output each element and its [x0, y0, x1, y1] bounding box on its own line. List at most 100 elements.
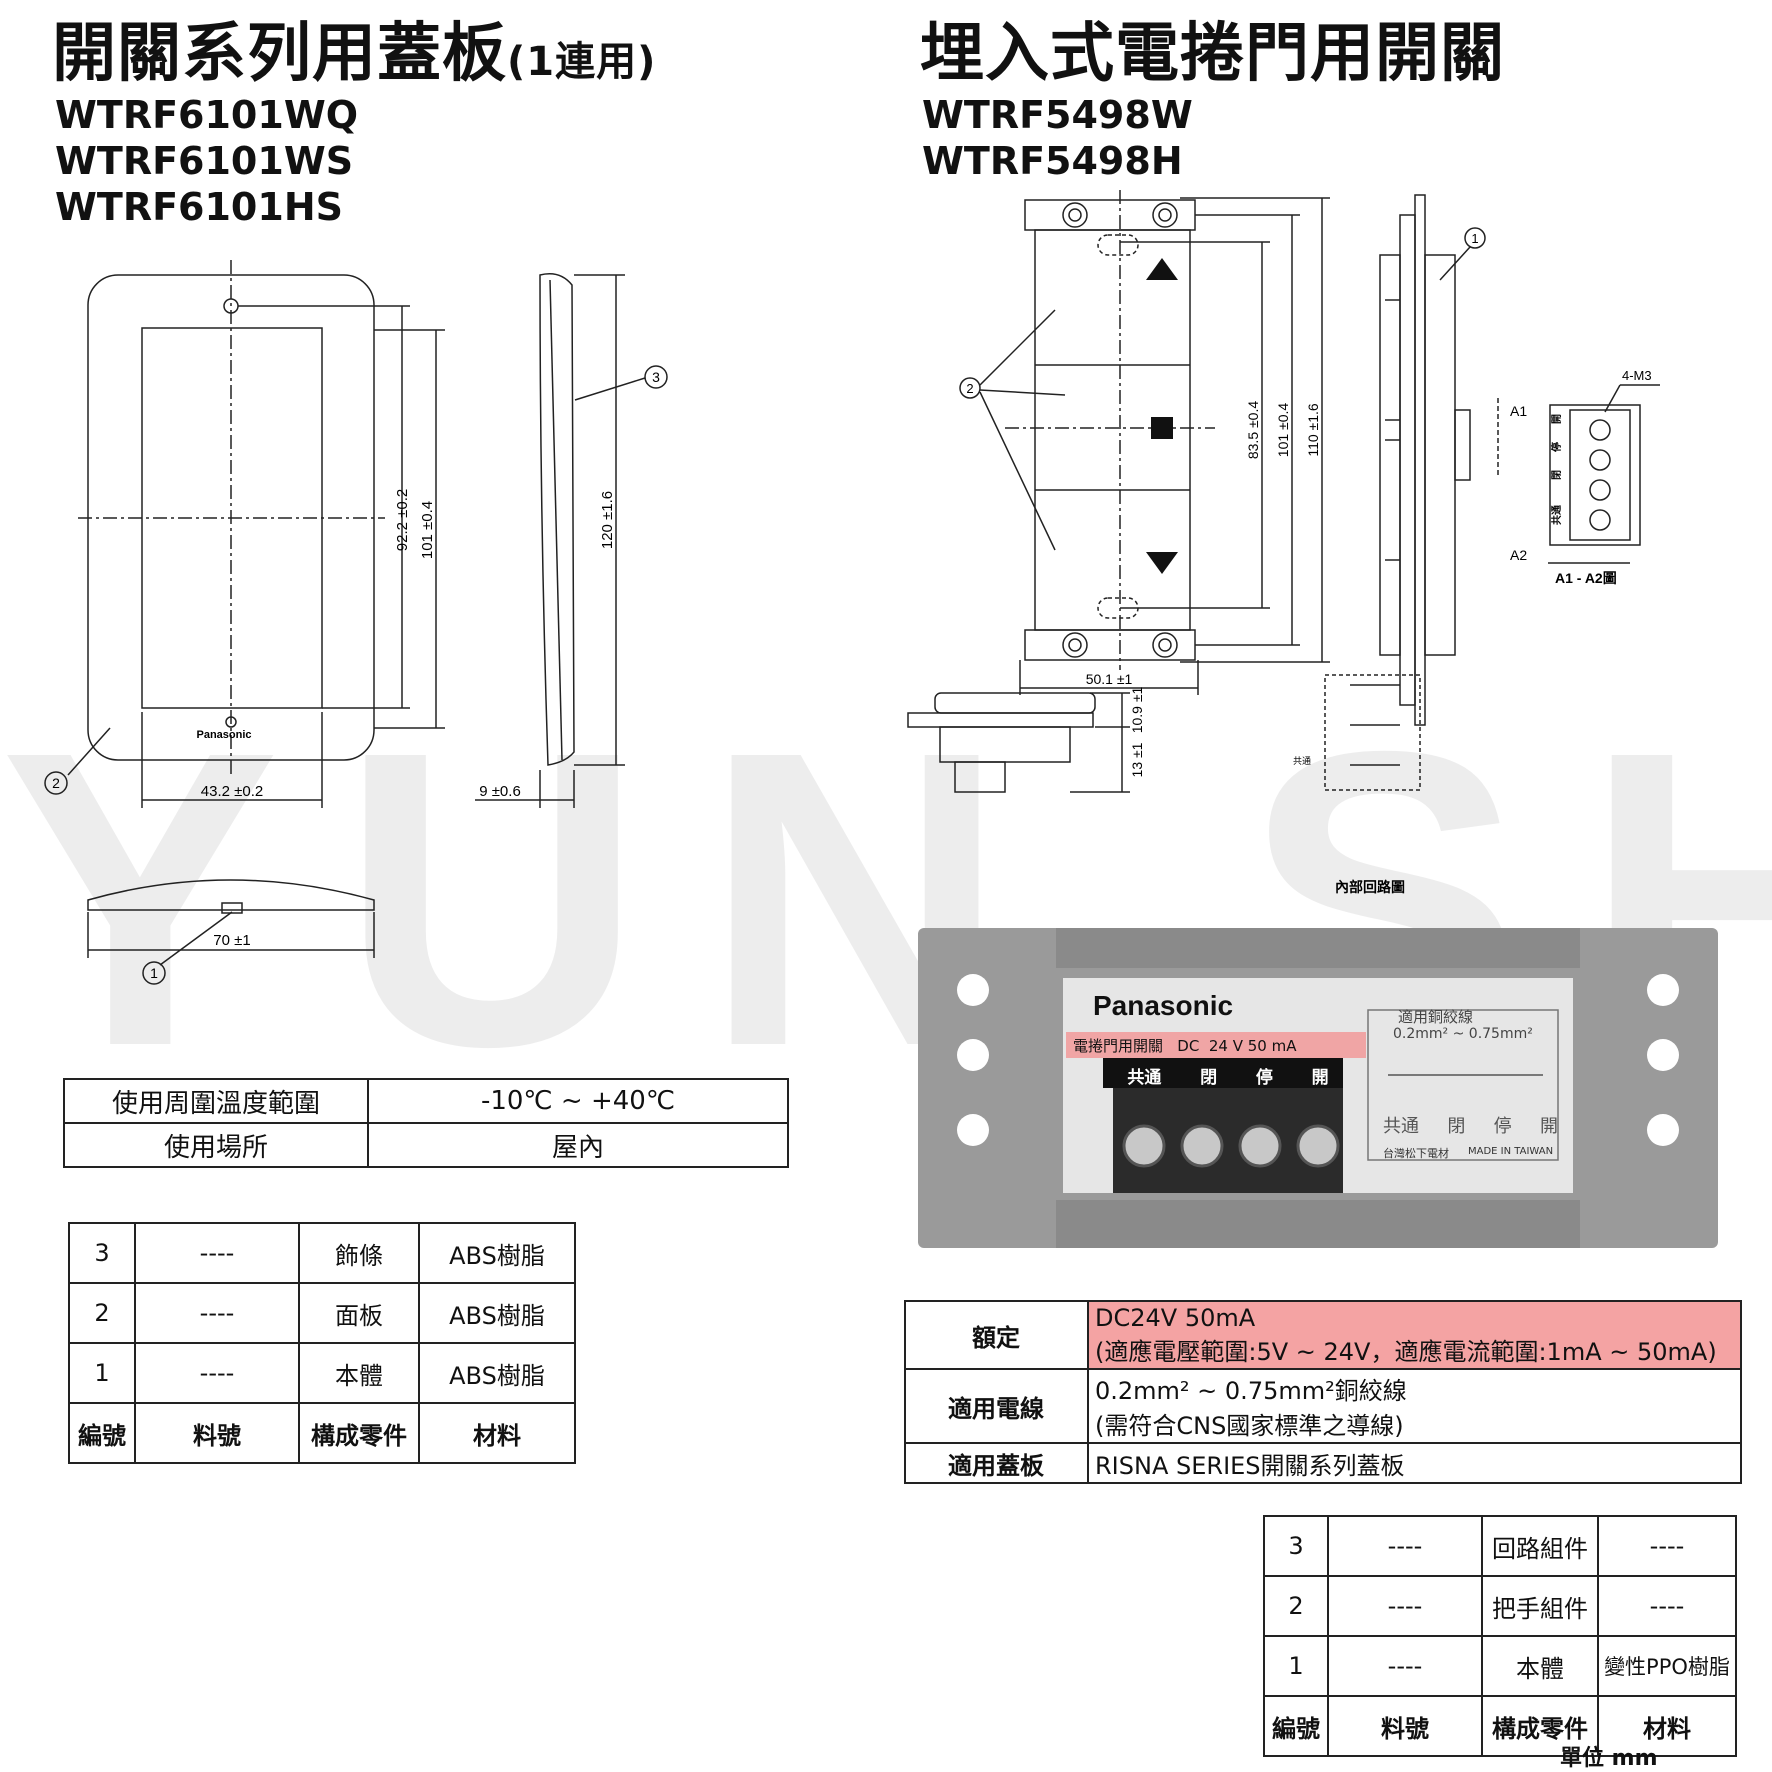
- table-cell: ABS樹脂: [418, 1282, 576, 1344]
- table-cell: ----: [1327, 1575, 1483, 1637]
- photo-brand: Panasonic: [1093, 990, 1234, 1021]
- left-title: 開關系列用蓋板(1連用): [52, 17, 657, 91]
- right-models: WTRF5498W WTRF5498H: [922, 92, 1193, 184]
- terminal-label: 共通: [1550, 505, 1563, 525]
- table-header-row: 編號 料號 構成零件 材料: [1263, 1695, 1737, 1757]
- photo-circuit-label: 共通: [1383, 1116, 1419, 1137]
- switch-photo-graphic: [918, 928, 1718, 1248]
- table-cell: ----: [134, 1282, 300, 1344]
- table-cell: ----: [1597, 1575, 1737, 1637]
- spec-line: (需符合CNS國家標準之導線): [1095, 1412, 1404, 1440]
- environment-table: 使用周圍溫度範圍 -10℃ ~ +40℃ 使用場所 屋內: [63, 1078, 789, 1168]
- table-cell: 屋內: [367, 1122, 789, 1168]
- table-row: 1 ---- 本體 ABS樹脂: [68, 1342, 576, 1404]
- table-cell: 編號: [1263, 1695, 1329, 1757]
- table-row: 適用電線 0.2mm² ~ 0.75mm²銅絞線 (需符合CNS國家標準之導線): [904, 1368, 1742, 1444]
- section-label: A1: [1510, 403, 1527, 419]
- table-cell: 0.2mm² ~ 0.75mm²銅絞線 (需符合CNS國家標準之導線): [1087, 1368, 1742, 1444]
- model-code: WTRF6101HS: [55, 185, 343, 229]
- photo-terminal-label: 共通: [1127, 1068, 1162, 1088]
- table-row: 額定 DC24V 50mA (適應電壓範圍:5V ~ 24V，適應電流範圍:1m…: [904, 1300, 1742, 1370]
- table-row: 使用場所 屋內: [63, 1122, 789, 1168]
- table-cell: 材料: [418, 1402, 576, 1464]
- photo-made-in: MADE IN TAIWAN: [1468, 1146, 1554, 1157]
- table-cell: 1: [68, 1342, 136, 1404]
- spec-line: DC24V 50mA: [1095, 1303, 1256, 1332]
- brand-label: Panasonic: [196, 729, 251, 741]
- table-cell: 1: [1263, 1635, 1329, 1697]
- cover-plate-drawing: Panasonic 92.2 ±0.2 101 ±0.4 120 ±1.6 43…: [44, 260, 668, 985]
- table-row: 使用周圍溫度範圍 -10℃ ~ +40℃: [63, 1078, 789, 1124]
- table-cell: 使用場所: [63, 1122, 369, 1168]
- photo-circuit-label: 閉: [1447, 1116, 1466, 1137]
- terminal-label: 閉: [1551, 470, 1563, 480]
- table-cell: 材料: [1597, 1695, 1737, 1757]
- table-cell: 本體: [1481, 1635, 1599, 1697]
- spec-line: (適應電壓範圍:5V ~ 24V，適應電流範圍:1mA ~ 50mA): [1095, 1337, 1717, 1366]
- table-cell: 適用蓋板: [904, 1442, 1089, 1484]
- dim-label: 83.5 ±0.4: [1245, 401, 1261, 459]
- table-cell: 使用周圍溫度範圍: [63, 1078, 369, 1124]
- table-cell: 飾條: [298, 1222, 420, 1284]
- table-cell: 構成零件: [1481, 1695, 1599, 1757]
- photo-terminal-label: 開: [1311, 1068, 1329, 1088]
- table-cell: 2: [1263, 1575, 1329, 1637]
- table-row: 2 ---- 面板 ABS樹脂: [68, 1282, 576, 1344]
- callout-number: 2: [52, 775, 60, 791]
- switch-drawing: 83.5 ±0.4 101 ±0.4 110 ±1.6 50.1 ±1 10.9…: [907, 190, 1660, 895]
- photo-terminal-row: 共通 閉 停 開: [1108, 1063, 1348, 1088]
- dim-label: 10.9 ±1: [1129, 686, 1145, 733]
- callout-number: 3: [652, 369, 660, 385]
- switch-parts-table: 3 ---- 回路組件 ---- 2 ---- 把手組件 ---- 1 ----…: [1263, 1515, 1737, 1757]
- photo-wire-title: 適用銅絞線: [1398, 1008, 1474, 1026]
- dim-label: 110 ±1.6: [1305, 403, 1321, 457]
- photo-circuit-labels: 共通 閉 停 開: [1383, 1112, 1558, 1138]
- table-cell: 編號: [68, 1402, 136, 1464]
- dim-label: 70 ±1: [213, 932, 250, 949]
- callout-number: 1: [150, 965, 158, 981]
- model-code: WTRF6101WQ: [55, 93, 359, 137]
- right-title: 埋入式電捲門用開關: [920, 17, 1505, 91]
- table-row: 適用蓋板 RISNA SERIES開關系列蓋板: [904, 1442, 1742, 1484]
- table-row: 3 ---- 回路組件 ----: [1263, 1515, 1737, 1577]
- detail-caption: A1 - A2圖: [1555, 570, 1617, 586]
- table-cell: ABS樹脂: [418, 1342, 576, 1404]
- photo-maker: 台灣松下電材: [1383, 1147, 1449, 1160]
- table-cell: 額定: [904, 1300, 1089, 1370]
- spec-line: RISNA SERIES開關系列蓋板: [1095, 1451, 1405, 1480]
- left-models: WTRF6101WQ WTRF6101WS WTRF6101HS: [55, 92, 358, 230]
- table-cell: 把手組件: [1481, 1575, 1599, 1637]
- spec-line: 0.2mm² ~ 0.75mm²銅絞線: [1095, 1377, 1407, 1405]
- dim-label: 101 ±0.4: [419, 501, 436, 559]
- photo-terminal-label: 閉: [1200, 1068, 1218, 1088]
- screw-label: 4-M3: [1622, 368, 1652, 383]
- table-cell: 構成零件: [298, 1402, 420, 1464]
- stop-square-icon: [1151, 417, 1173, 439]
- table-row: 3 ---- 飾條 ABS樹脂: [68, 1222, 576, 1284]
- callout-number: 1: [1471, 231, 1478, 246]
- terminal-label: 開: [1551, 414, 1563, 424]
- circuit-caption: 內部回路圖: [1335, 879, 1405, 895]
- dim-label: 9 ±0.6: [479, 783, 521, 800]
- table-cell: 面板: [298, 1282, 420, 1344]
- photo-rating: 電捲門用開關 DC 24 V 50 mA: [1073, 1037, 1297, 1055]
- product-photo: Panasonic 電捲門用開關 DC 24 V 50 mA 共通 閉 停 開 …: [918, 920, 1718, 1265]
- model-code: WTRF5498H: [922, 139, 1183, 183]
- table-cell: ----: [134, 1342, 300, 1404]
- photo-circuit-label: 開: [1539, 1116, 1558, 1137]
- table-cell: 回路組件: [1481, 1515, 1599, 1577]
- table-cell: 料號: [134, 1402, 300, 1464]
- terminal-label: 停: [1550, 442, 1563, 452]
- table-cell: RISNA SERIES開關系列蓋板: [1087, 1442, 1742, 1484]
- dim-label: 120 ±1.6: [599, 491, 616, 549]
- model-code: WTRF6101WS: [55, 139, 354, 183]
- table-row: 2 ---- 把手組件 ----: [1263, 1575, 1737, 1637]
- dim-label: 43.2 ±0.2: [201, 783, 263, 800]
- table-cell: -10℃ ~ +40℃: [367, 1078, 789, 1124]
- table-cell: 3: [1263, 1515, 1329, 1577]
- table-cell: 本體: [298, 1342, 420, 1404]
- callout-number: 2: [966, 381, 973, 396]
- table-cell: 料號: [1327, 1695, 1483, 1757]
- up-arrow-icon: [1146, 258, 1178, 280]
- dim-label: 50.1 ±1: [1086, 671, 1133, 687]
